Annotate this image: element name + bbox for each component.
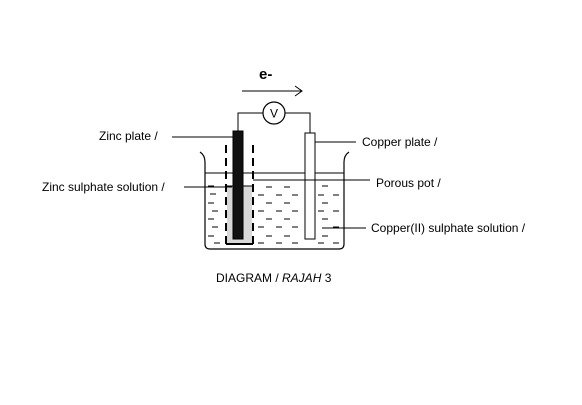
electron-label: e-: [259, 66, 272, 83]
caption-translation: RAJAH: [282, 271, 322, 285]
label-zinc-plate: Zinc plate /: [99, 129, 158, 143]
label-zinc-sulphate-solution: Zinc sulphate solution /: [42, 180, 165, 194]
electron-flow-arrow: [242, 85, 303, 97]
caption-number: 3: [321, 271, 331, 285]
voltmeter-symbol: V: [270, 107, 278, 121]
voltmeter: V: [262, 101, 286, 125]
beaker: [199, 151, 350, 250]
copper-plate: [304, 132, 316, 240]
caption-main: DIAGRAM /: [216, 271, 282, 285]
diagram-caption: DIAGRAM / RAJAH 3: [216, 271, 332, 285]
label-copper-sulphate-solution: Copper(II) sulphate solution /: [371, 221, 526, 235]
zinc-plate: [232, 130, 244, 240]
label-copper-plate: Copper plate /: [362, 135, 438, 149]
label-porous-pot: Porous pot /: [376, 176, 441, 190]
